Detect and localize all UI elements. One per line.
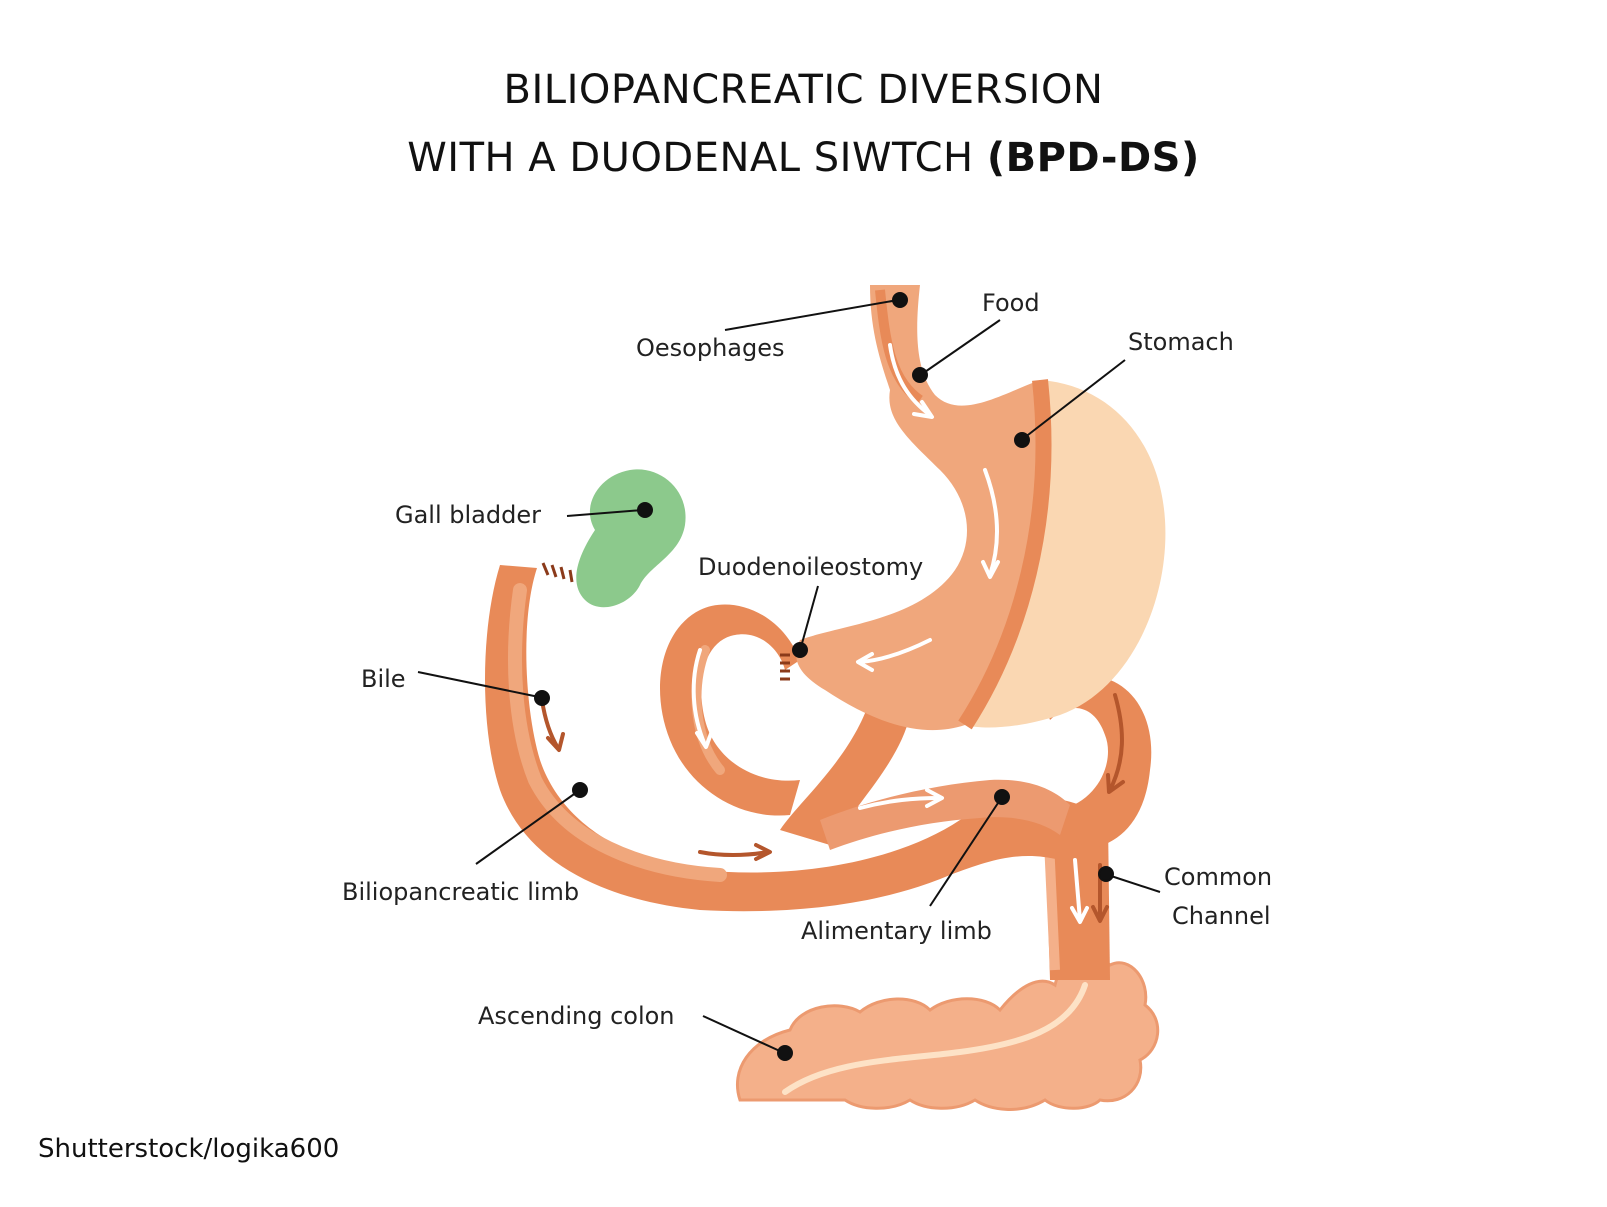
label-stomach: Stomach <box>1128 328 1234 356</box>
callout-pointers <box>417 292 1161 1061</box>
title-prefix: WITH A DUODENAL SIWTCH <box>407 135 987 181</box>
label-bile: Bile <box>361 665 406 693</box>
label-ascending-colon: Ascending colon <box>478 1002 675 1030</box>
oesophagus-and-sleeve-stomach <box>796 285 1052 731</box>
diagram-title-line1: BILIOPANCREATIC DIVERSION <box>503 67 1104 113</box>
image-credit: Shutterstock/logika600 <box>38 1134 340 1164</box>
label-common-channel-line1: Common <box>1164 863 1273 891</box>
duodenal-loop-organ <box>660 604 800 816</box>
label-oesophages: Oesophages <box>636 334 785 362</box>
label-biliopancreatic-limb: Biliopancreatic limb <box>342 878 580 906</box>
ascending-colon-organ <box>735 956 1160 1111</box>
label-common-channel-line2: Channel <box>1172 902 1271 930</box>
alimentary-limb-organ <box>1040 675 1152 850</box>
biliopancreatic-limb-organ <box>485 565 1080 912</box>
label-food: Food <box>982 289 1040 317</box>
label-duodenoileostomy: Duodenoileostomy <box>698 553 924 581</box>
diagram-title-line2: WITH A DUODENAL SIWTCH (BPD-DS) <box>0 138 1607 178</box>
staple-line-marks <box>541 562 790 681</box>
label-gall-bladder: Gall bladder <box>395 501 541 529</box>
title-abbreviation: (BPD-DS) <box>986 135 1200 181</box>
gall-bladder-organ <box>576 469 686 608</box>
label-alimentary-limb: Alimentary limb <box>801 917 992 945</box>
food-flow-arrows <box>691 343 1089 924</box>
